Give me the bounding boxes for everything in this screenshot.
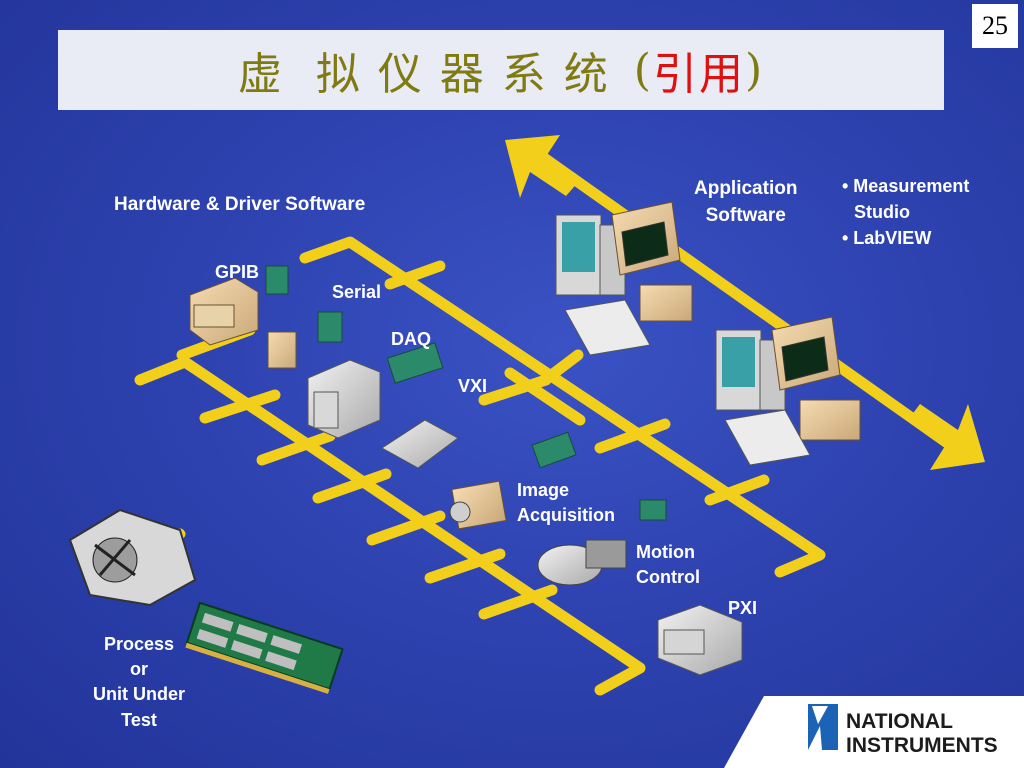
logo-line1: NATIONAL	[846, 710, 953, 733]
slide-number: 25	[972, 4, 1018, 48]
national-instruments-logo: NATIONAL INSTRUMENTS	[724, 696, 1024, 768]
camera-device	[449, 431, 577, 530]
label-daq: DAQ	[391, 329, 431, 349]
label-motion-line1: Motion	[636, 542, 695, 562]
label-application-software: Application Software	[694, 176, 797, 229]
instrument-box	[381, 419, 459, 469]
label-vxi: VXI	[458, 376, 488, 396]
label-measurement-line1: • Measurement	[842, 176, 970, 196]
label-motion-line2: Control	[636, 567, 700, 588]
computer-1	[555, 201, 693, 356]
lower-bus	[134, 356, 646, 696]
serial-device	[267, 311, 343, 369]
label-pxi: PXI	[728, 598, 758, 618]
label-motion-control: Motion Control	[636, 540, 700, 590]
label-measurement-line2: Studio	[854, 202, 910, 223]
label-gpib: GPIB	[215, 262, 260, 282]
label-hardware-driver: Hardware & Driver Software	[114, 194, 366, 215]
arrow-up-left	[505, 135, 580, 198]
label-serial: Serial	[332, 282, 382, 302]
title-paren-open: (	[633, 44, 653, 96]
computer-2	[715, 316, 861, 466]
pxi-chassis	[657, 604, 743, 676]
motor-device	[537, 499, 667, 586]
label-application-line1: Application	[694, 178, 798, 199]
daq-card	[386, 342, 444, 384]
label-image-line1: Image	[517, 480, 570, 500]
label-image-line2: Acquisition	[517, 505, 615, 526]
engine-unit	[68, 508, 197, 607]
arrow-down-right	[908, 404, 985, 470]
upper-bus	[299, 236, 826, 578]
title-paren-close: )	[744, 44, 765, 96]
label-process-uut: Process or Unit Under Test	[76, 632, 202, 733]
bus-network	[104, 142, 966, 696]
label-software-list: • Measurement Studio • LabVIEW	[842, 173, 969, 251]
label-application-line2: Software	[705, 204, 786, 226]
label-process-line2: or	[130, 659, 148, 680]
label-process-line4: Test	[121, 709, 157, 730]
title-bar: 虚 拟 仪 器 系 统 ( 引用 )	[58, 30, 944, 110]
title-main: 虚 拟 仪 器 系 统	[237, 49, 610, 100]
vxi-chassis	[307, 359, 381, 439]
title-highlight: 引用	[652, 49, 745, 100]
circuit-board	[185, 601, 344, 694]
application-bus	[524, 142, 966, 458]
label-labview: • LabVIEW	[842, 228, 932, 249]
label-process-line3: Unit Under	[93, 684, 185, 705]
gpib-instrument	[189, 265, 289, 346]
label-process-line1: Process	[103, 634, 175, 654]
logo-line2: INSTRUMENTS	[846, 734, 998, 757]
label-image-acquisition: Image Acquisition	[517, 478, 615, 528]
